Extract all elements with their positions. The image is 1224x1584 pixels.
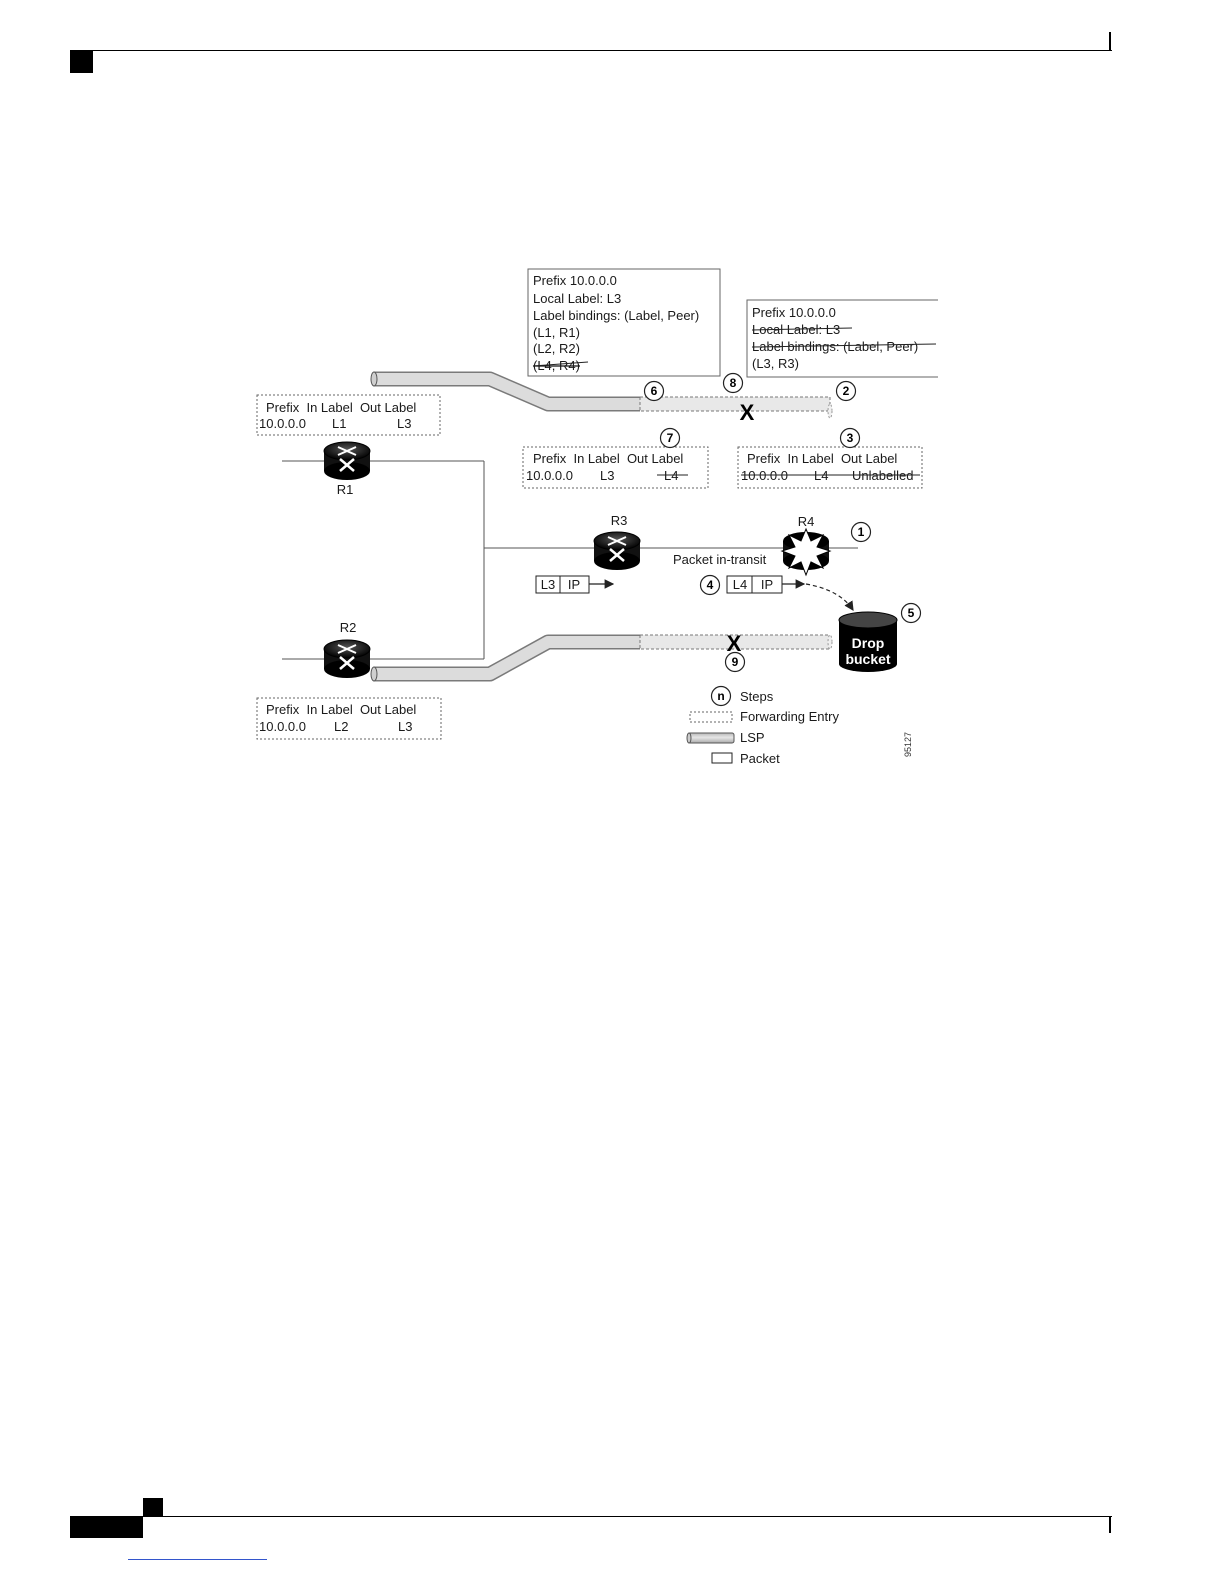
svg-text:1: 1	[858, 525, 865, 539]
svg-text:Prefix In Label Out Label: Prefix In Label Out Label	[533, 451, 683, 466]
step-7-marker: 7	[659, 427, 681, 449]
svg-text:Prefix In Label Out Label: Prefix In Label Out Label	[747, 451, 897, 466]
step-9-marker: 9	[724, 651, 746, 673]
svg-text:Prefix In Label Out Label: Prefix In Label Out Label	[266, 400, 416, 415]
svg-text:L4: L4	[733, 577, 747, 592]
svg-text:Drop: Drop	[852, 635, 885, 651]
svg-text:LSP: LSP	[740, 730, 765, 745]
svg-text:L3: L3	[541, 577, 555, 592]
step-8-marker: 8	[722, 372, 744, 394]
header-rule	[70, 50, 1112, 51]
step-1-marker: 1	[850, 521, 872, 543]
svg-text:2: 2	[843, 384, 850, 398]
svg-text:IP: IP	[761, 577, 773, 592]
legend-steps: n Steps	[710, 685, 774, 707]
legend-forwarding-entry: Forwarding Entry	[689, 709, 839, 724]
step-markers: 1 2 3 4 5 6 7 8 9	[643, 372, 922, 673]
router-r2-icon	[323, 639, 371, 678]
legend: n Steps Forwarding Entry LSP Packet	[686, 685, 839, 766]
forwarding-entry-r1: Prefix In Label Out Label 10.0.0.0 L1 L3	[256, 394, 441, 436]
forwarding-entry-r2: Prefix In Label Out Label 10.0.0.0 L2 L3	[256, 697, 442, 740]
svg-text:6: 6	[651, 384, 658, 398]
svg-text:L3: L3	[398, 719, 412, 734]
step-4-marker: 4	[699, 574, 721, 596]
svg-text:L2: L2	[334, 719, 348, 734]
network-links	[282, 460, 858, 660]
svg-text:Forwarding Entry: Forwarding Entry	[740, 709, 839, 724]
svg-text:7: 7	[667, 431, 674, 445]
router-r3-label: R3	[611, 513, 628, 528]
header-corner-block	[70, 51, 93, 73]
svg-text:3: 3	[847, 431, 854, 445]
packet-r3: L3 IP	[535, 575, 615, 594]
svg-text:Prefix 10.0.0.0: Prefix 10.0.0.0	[752, 305, 836, 320]
router-r1-label: R1	[337, 482, 354, 497]
router-r4-label: R4	[798, 514, 815, 529]
router-r2-label: R2	[340, 620, 357, 635]
svg-text:Label bindings: (Label, Peer): Label bindings: (Label, Peer)	[533, 308, 699, 323]
svg-text:Label bindings: (Label, Peer): Label bindings: (Label, Peer)	[752, 339, 918, 354]
svg-text:L1: L1	[332, 416, 346, 431]
svg-text:Steps: Steps	[740, 689, 774, 704]
drop-path-arrow	[805, 583, 854, 612]
lower-break-mark: X	[727, 631, 742, 656]
svg-text:10.0.0.0: 10.0.0.0	[526, 468, 573, 483]
router-r4-failed-icon	[780, 527, 832, 577]
router-r3-icon	[593, 531, 641, 570]
footer-right-tick	[1109, 1517, 1111, 1533]
header-right-tick	[1109, 32, 1111, 50]
step-2-marker: 2	[835, 380, 857, 402]
upper-break-mark: X	[740, 400, 755, 425]
footer-block-small	[143, 1498, 163, 1517]
forwarding-entry-r3: Prefix In Label Out Label 10.0.0.0 L3 L4	[522, 446, 709, 489]
legend-packet: Packet	[711, 751, 780, 766]
drop-bucket-icon: Drop bucket	[838, 611, 898, 672]
upper-lsp-tube	[370, 371, 833, 419]
svg-text:9: 9	[732, 655, 739, 669]
packet-in-transit-label: Packet in-transit	[673, 552, 767, 567]
step-5-marker: 5	[900, 602, 922, 624]
router-r1-icon	[323, 441, 371, 480]
packet-r4: L4 IP	[726, 575, 806, 594]
svg-text:IP: IP	[568, 577, 580, 592]
footer-link-underline[interactable]	[128, 1559, 267, 1560]
step-6-marker: 6	[643, 380, 665, 402]
svg-text:bucket: bucket	[845, 651, 890, 667]
svg-text:(L2, R2): (L2, R2)	[533, 341, 580, 356]
svg-text:Local Label: L3: Local Label: L3	[533, 291, 621, 306]
svg-text:L3: L3	[397, 416, 411, 431]
top-label-bindings-callout: Prefix 10.0.0.0 Local Label: L3 Label bi…	[527, 268, 721, 377]
svg-text:Prefix 10.0.0.0: Prefix 10.0.0.0	[533, 273, 617, 288]
footer-block-large	[70, 1517, 143, 1538]
svg-text:4: 4	[707, 578, 714, 592]
svg-text:5: 5	[908, 606, 915, 620]
figure-id: 95127	[903, 732, 913, 757]
svg-text:Prefix In Label Out Label: Prefix In Label Out Label	[266, 702, 416, 717]
svg-text:10.0.0.0: 10.0.0.0	[259, 416, 306, 431]
svg-text:10.0.0.0: 10.0.0.0	[259, 719, 306, 734]
legend-lsp: LSP	[686, 730, 765, 745]
svg-text:n: n	[717, 689, 724, 703]
svg-text:(L4, R4): (L4, R4)	[533, 358, 580, 373]
svg-text:Packet: Packet	[740, 751, 780, 766]
footer-rule	[70, 1516, 1112, 1517]
svg-text:8: 8	[730, 376, 737, 390]
step-3-marker: 3	[839, 427, 861, 449]
right-label-bindings-callout: Prefix 10.0.0.0 Local Label: L3 Label bi…	[746, 299, 938, 378]
lower-lsp-tube	[370, 634, 833, 682]
svg-text:L3: L3	[600, 468, 614, 483]
forwarding-entry-r4: Prefix In Label Out Label 10.0.0.0 L4 Un…	[737, 446, 923, 489]
svg-text:(L3, R3): (L3, R3)	[752, 356, 799, 371]
svg-text:(L1, R1): (L1, R1)	[533, 325, 580, 340]
